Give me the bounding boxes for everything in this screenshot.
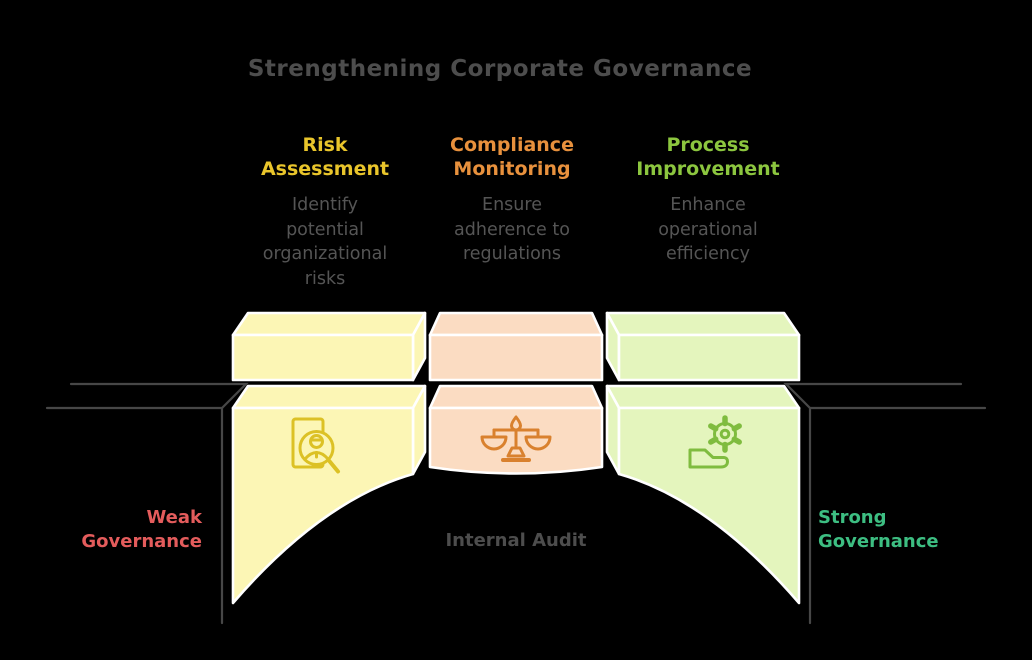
weak-governance-label: Weak Governance — [81, 507, 202, 552]
internal-audit-label: Internal Audit — [445, 530, 587, 551]
process-improvement-block — [605, 311, 801, 605]
description-risk-assessment: Identify potential organizational risks — [262, 195, 388, 289]
heading-process-improvement: Process Improvement — [636, 134, 780, 180]
person-search-document-icon — [291, 417, 340, 474]
deck-line-right — [783, 382, 987, 625]
deck-line-left — [45, 382, 249, 625]
strong-governance-label: Strong Governance — [818, 507, 939, 552]
heading-compliance-monitoring: Compliance Monitoring — [450, 134, 574, 180]
heading-risk-assessment: Risk Assessment — [260, 134, 390, 180]
description-process-improvement: Enhance operational efficiency — [658, 195, 758, 264]
balance-scales-icon — [480, 415, 552, 462]
gear-hand-icon — [688, 415, 742, 469]
description-compliance-monitoring: Ensure adherence to regulations — [454, 195, 570, 264]
risk-assessment-block — [231, 311, 427, 605]
diagram-title: Strengthening Corporate Governance — [247, 56, 753, 82]
